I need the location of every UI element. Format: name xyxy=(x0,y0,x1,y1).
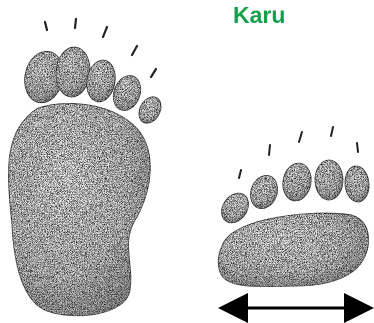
toe-pad xyxy=(216,188,254,228)
hind-main-pad xyxy=(8,103,150,315)
toe-pad xyxy=(343,165,370,203)
claw-mark xyxy=(269,145,270,155)
claw-mark xyxy=(239,170,241,178)
hind-paw-print xyxy=(8,19,165,316)
claw-mark xyxy=(75,19,76,28)
front-main-pad xyxy=(218,213,368,286)
claw-mark xyxy=(357,143,358,152)
claw-mark xyxy=(132,46,137,55)
toe-pad xyxy=(246,172,282,213)
toe-pad xyxy=(54,46,92,99)
toe-pad xyxy=(280,161,314,203)
toe-pad xyxy=(315,160,343,200)
claw-mark xyxy=(151,69,156,77)
claw-mark xyxy=(45,22,47,30)
claw-mark xyxy=(103,27,107,37)
front-paw-print xyxy=(216,127,371,287)
claw-mark xyxy=(299,132,302,142)
claw-mark xyxy=(331,127,333,136)
